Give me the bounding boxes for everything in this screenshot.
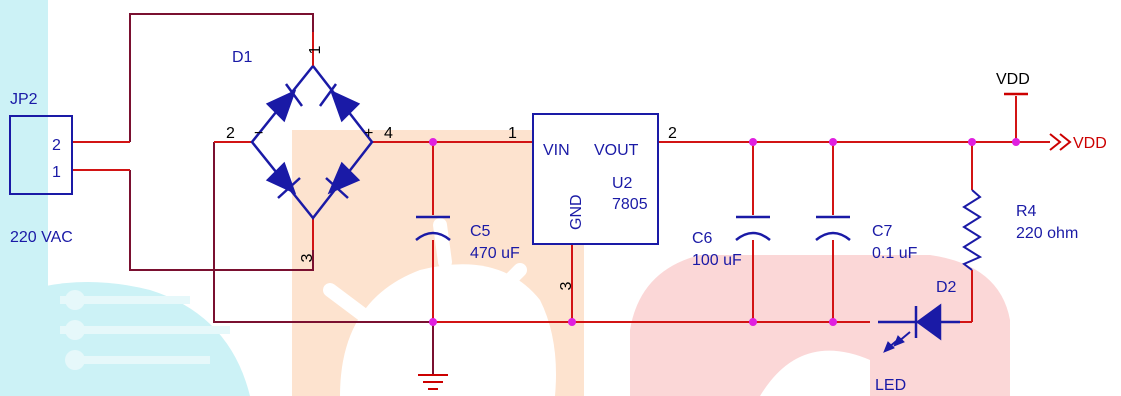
capacitor-icon bbox=[815, 215, 851, 241]
junction-dots bbox=[429, 138, 1020, 326]
junction-dot bbox=[829, 318, 837, 326]
junction-dot bbox=[1012, 138, 1020, 146]
u2-gnd-label: GND bbox=[568, 194, 585, 230]
d1-ref-label: D1 bbox=[232, 49, 253, 66]
junction-dot bbox=[429, 138, 437, 146]
offpage-connector-icon bbox=[1049, 133, 1072, 151]
jp2-value-label: 220 VAC bbox=[10, 229, 73, 246]
ground-icon bbox=[418, 374, 448, 390]
jp2-ref-label: JP2 bbox=[10, 91, 38, 108]
junction-dot bbox=[568, 318, 576, 326]
c7-value-label: 0.1 uF bbox=[872, 245, 918, 262]
r4-ref-label: R4 bbox=[1016, 203, 1037, 220]
vdd-power-label: VDD bbox=[996, 71, 1030, 88]
u2-pin3-label: 3 bbox=[558, 281, 575, 290]
led-icon bbox=[878, 303, 960, 353]
vdd-port-label: VDD bbox=[1073, 135, 1107, 152]
capacitor-icon bbox=[415, 215, 451, 241]
r4-value-label: 220 ohm bbox=[1016, 225, 1078, 242]
c7-ref-label: C7 bbox=[872, 223, 893, 240]
resistor-icon bbox=[962, 189, 983, 271]
d1-pin4-label: 4 bbox=[384, 125, 393, 142]
watermark-cyan-shape bbox=[0, 0, 250, 396]
ground-symbol bbox=[418, 374, 448, 390]
c5-value-label: 470 uF bbox=[470, 245, 520, 262]
c6-value-label: 100 uF bbox=[692, 252, 742, 269]
vdd-power-symbol: VDD bbox=[996, 71, 1030, 96]
resistor-r4[interactable]: R4 220 ohm bbox=[962, 189, 1078, 271]
c5-ref-label: C5 bbox=[470, 223, 491, 240]
jp2-pin1-label: 1 bbox=[52, 164, 61, 181]
capacitor-c5[interactable]: C5 470 uF bbox=[415, 215, 520, 262]
u2-vout-label: VOUT bbox=[594, 142, 639, 159]
junction-dot bbox=[829, 138, 837, 146]
d2-ref-label: D2 bbox=[936, 279, 957, 296]
regulator-u2[interactable]: VIN VOUT GND U2 7805 1 2 3 bbox=[508, 113, 677, 290]
watermark-red-shape bbox=[630, 255, 1010, 396]
vdd-offpage-port[interactable]: VDD bbox=[1049, 133, 1107, 152]
u2-vin-label: VIN bbox=[543, 142, 570, 159]
d1-pin1-label: 1 bbox=[307, 45, 324, 54]
capacitor-c7[interactable]: C7 0.1 uF bbox=[815, 215, 918, 262]
led-d2[interactable]: D2 LED bbox=[875, 279, 960, 394]
connector-icon bbox=[9, 115, 73, 195]
junction-dot bbox=[968, 138, 976, 146]
d1-plus-label: + bbox=[364, 125, 373, 142]
d1-minus-label: − bbox=[254, 125, 263, 142]
capacitor-c6[interactable]: C6 100 uF bbox=[692, 215, 771, 269]
capacitor-icon bbox=[735, 215, 771, 241]
c6-ref-label: C6 bbox=[692, 230, 713, 247]
ac-input-wires bbox=[129, 13, 434, 375]
u2-pin2-label: 2 bbox=[668, 125, 677, 142]
u2-pin1-label: 1 bbox=[508, 125, 517, 142]
d2-type-label: LED bbox=[875, 377, 906, 394]
bridge-rectifier-d1[interactable]: D1 1 2 − + 4 3 bbox=[226, 45, 393, 262]
jp2-pin2-label: 2 bbox=[52, 137, 61, 154]
bridge-rectifier-icon bbox=[250, 65, 374, 221]
wires bbox=[72, 32, 1050, 323]
d1-pin2-label: 2 bbox=[226, 125, 235, 142]
d1-pin3-label: 3 bbox=[299, 253, 316, 262]
connector-jp2[interactable]: JP2 2 1 220 VAC bbox=[9, 91, 73, 246]
junction-dot bbox=[429, 318, 437, 326]
u2-part-label: 7805 bbox=[612, 196, 648, 213]
u2-ref-label: U2 bbox=[612, 175, 633, 192]
junction-dot bbox=[749, 138, 757, 146]
junction-dot bbox=[749, 318, 757, 326]
